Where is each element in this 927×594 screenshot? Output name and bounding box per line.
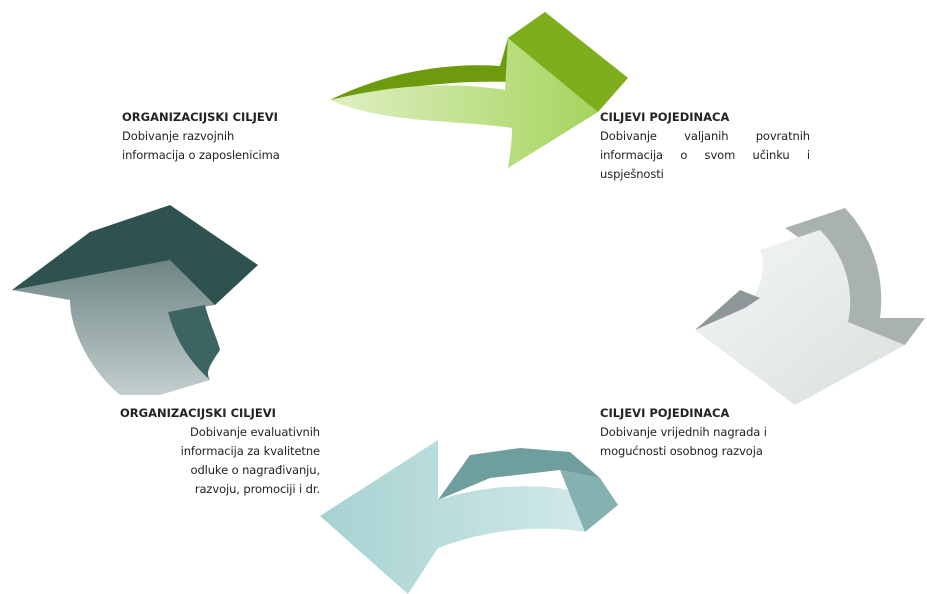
label-bottom-left-heading: ORGANIZACIJSKI CILJEVI [120, 406, 276, 420]
arrow-bottom-teal-face [320, 440, 618, 594]
arrow-top-green-tip [508, 12, 628, 112]
arrow-right-grey-face [695, 230, 905, 405]
label-top-right-text: Dobivanje valjanih povratnih informacija… [600, 129, 810, 181]
label-top-left-text: Dobivanje razvojnih informacija o zaposl… [122, 129, 280, 162]
arrow-bottom-teal-top [438, 448, 600, 500]
arrow-right-grey-wing [695, 290, 760, 330]
arrow-left-slate-face [12, 260, 215, 395]
arrow-right-grey [695, 208, 925, 405]
arrow-bottom-teal [320, 440, 618, 594]
label-bottom-right-heading: CILJEVI POJEDINACA [600, 406, 730, 420]
arrow-top-green-face [330, 38, 598, 168]
label-top-left-heading: ORGANIZACIJSKI CILJEVI [122, 110, 278, 124]
arrow-left-slate-inner [168, 305, 220, 380]
label-bottom-right-text: Dobivanje vrijednih nagrada i mogućnosti… [600, 425, 767, 458]
label-top-right: CILJEVI POJEDINACA Dobivanje valjanih po… [600, 108, 810, 184]
label-top-right-heading: CILJEVI POJEDINACA [600, 110, 730, 124]
label-top-left: ORGANIZACIJSKI CILJEVI Dobivanje razvojn… [122, 108, 322, 165]
arrow-bottom-teal-side [560, 470, 618, 532]
label-bottom-right: CILJEVI POJEDINACA Dobivanje vrijednih n… [600, 404, 820, 461]
label-bottom-left: ORGANIZACIJSKI CILJEVI Dobivanje evaluat… [120, 404, 320, 499]
label-bottom-left-text: Dobivanje evaluativnih informacija za kv… [180, 425, 320, 496]
arrow-top-green [330, 12, 628, 168]
arrow-left-slate [12, 205, 258, 395]
